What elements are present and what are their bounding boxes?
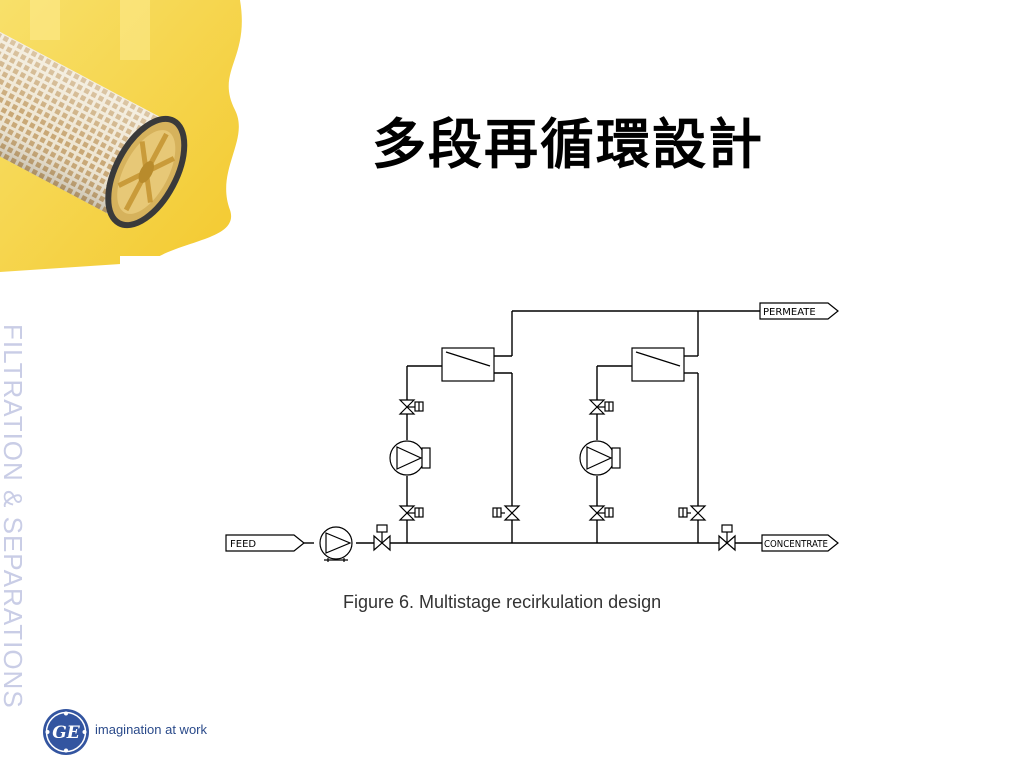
stage-1-recirc-pump-icon (389, 440, 431, 476)
svg-text:CONCENTRATE: CONCENTRATE (764, 539, 828, 550)
stage-1-upper-valve-icon (398, 399, 424, 415)
membrane-cartridge-icon (0, 0, 320, 280)
feed-tag: FEED (225, 534, 305, 552)
stage-2-return-valve-icon (678, 505, 707, 521)
concentrate-valve-icon (718, 524, 736, 552)
svg-text:PERMEATE: PERMEATE (763, 307, 816, 318)
recirculation-diagram: FEED PERMEATE CONCENTRATE (225, 302, 839, 562)
stage-2-recirc-pump-icon (579, 440, 621, 476)
feed-valve-icon (373, 524, 391, 552)
permeate-tag: PERMEATE (759, 302, 839, 320)
figure-caption: Figure 6. Multistage recirkulation desig… (343, 592, 662, 612)
stage-1-lower-valve-icon (398, 505, 424, 521)
ge-logo-icon: GE (43, 709, 89, 755)
side-brand-text: FILTRATION & SEPARATIONS (0, 324, 28, 709)
svg-text:FEED: FEED (230, 539, 256, 550)
stage-2-upper-valve-icon (588, 399, 614, 415)
stage-2-lower-valve-icon (588, 505, 614, 521)
concentrate-tag: CONCENTRATE (761, 534, 839, 552)
stage-2-membrane-icon (631, 347, 685, 382)
svg-text:GE: GE (52, 723, 81, 743)
ge-tagline: imagination at work (95, 722, 207, 737)
feed-pump-icon (319, 526, 353, 562)
stage-1-return-valve-icon (492, 505, 521, 521)
slide-title: 多段再循環設計 (372, 112, 764, 176)
stage-1-membrane-icon (441, 347, 495, 382)
